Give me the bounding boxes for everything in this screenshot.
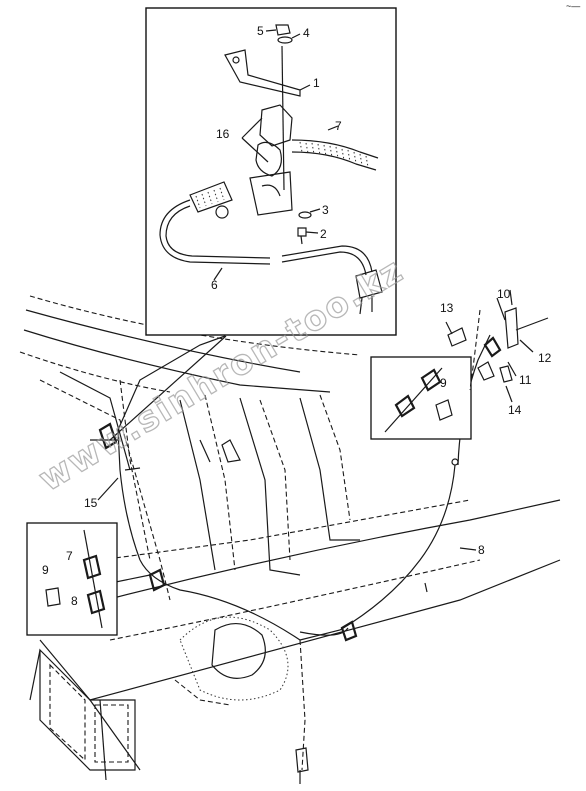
inset-heater-assembly bbox=[109, 7, 397, 441]
callout-12: 12 bbox=[538, 351, 552, 365]
callout-3: 3 bbox=[322, 203, 329, 217]
callout-10: 10 bbox=[497, 287, 511, 301]
inset-connector-right bbox=[370, 356, 472, 440]
callout-7: 7 bbox=[335, 119, 342, 133]
callout-2: 2 bbox=[320, 227, 327, 241]
callout-16: 16 bbox=[216, 127, 230, 141]
wiring-harness bbox=[90, 334, 502, 642]
callout-9-left: 9 bbox=[42, 563, 49, 577]
callout-5: 5 bbox=[257, 24, 264, 38]
inset-connector-left bbox=[26, 522, 118, 636]
callout-6: 6 bbox=[211, 278, 218, 292]
connector-parts-right bbox=[447, 289, 549, 391]
callout-9-right: 9 bbox=[440, 376, 447, 390]
callout-7-left: 7 bbox=[66, 549, 73, 563]
inset-frame bbox=[145, 7, 397, 336]
callout-8-left: 8 bbox=[71, 594, 78, 608]
callout-1: 1 bbox=[313, 76, 320, 90]
corner-mark: ~— bbox=[566, 1, 580, 11]
callout-8: 8 bbox=[478, 543, 485, 557]
callout-13: 13 bbox=[440, 301, 454, 315]
vehicle-body bbox=[19, 295, 561, 784]
callout-14: 14 bbox=[508, 403, 522, 417]
callout-15: 15 bbox=[84, 496, 98, 510]
callout-4: 4 bbox=[303, 26, 310, 40]
callout-labels: 5 4 1 7 16 3 2 6 13 10 12 11 14 9 15 8 7… bbox=[42, 24, 552, 608]
callout-11: 11 bbox=[519, 373, 532, 387]
